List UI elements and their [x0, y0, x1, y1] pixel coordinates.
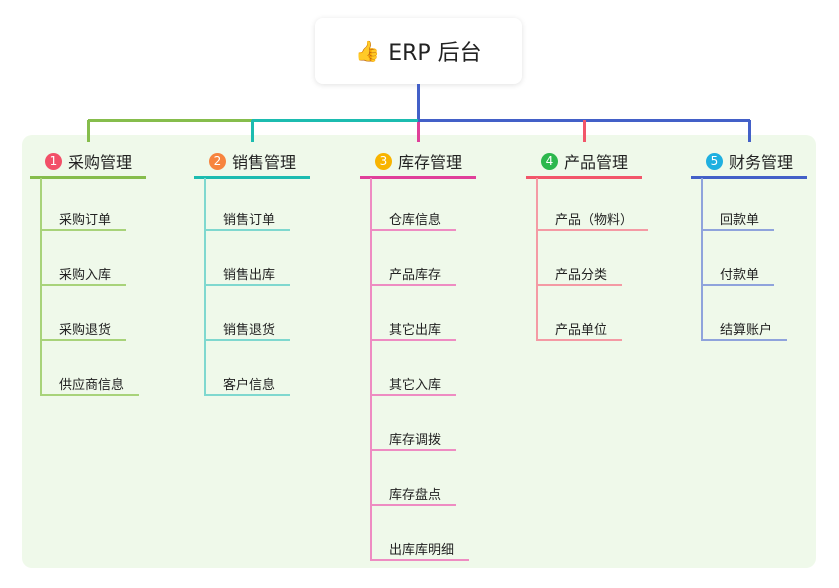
- branch-header-4[interactable]: 4 产品管理: [541, 151, 629, 172]
- child-underline: [40, 339, 126, 341]
- child-underline: [204, 394, 290, 396]
- root-title: ERP 后台: [388, 41, 482, 66]
- connector-2: [252, 119, 419, 122]
- child-underline: [701, 229, 774, 231]
- child-node[interactable]: 采购退货: [59, 323, 112, 338]
- child-node[interactable]: 销售出库: [223, 268, 276, 283]
- child-node[interactable]: 产品单位: [555, 323, 608, 338]
- child-node[interactable]: 仓库信息: [389, 213, 442, 228]
- branch-label: 财务管理: [729, 153, 794, 172]
- child-underline: [204, 229, 290, 231]
- branch-underline-2: [194, 176, 310, 179]
- branch-header-3[interactable]: 3 库存管理: [375, 151, 463, 172]
- child-underline: [370, 504, 456, 506]
- branch-label: 产品管理: [564, 153, 629, 172]
- child-spine-5: [701, 178, 703, 341]
- number-badge: 4: [541, 152, 558, 170]
- child-node[interactable]: 其它入库: [389, 378, 442, 393]
- thumbs-up-icon: 👍: [355, 39, 381, 63]
- child-spine-3: [370, 178, 372, 561]
- number-badge: 5: [706, 152, 723, 170]
- child-underline: [40, 284, 126, 286]
- child-underline: [204, 339, 290, 341]
- child-node[interactable]: 供应商信息: [59, 378, 125, 393]
- child-underline: [40, 229, 126, 231]
- child-node[interactable]: 产品（物料）: [555, 213, 634, 228]
- child-spine-1: [40, 178, 42, 396]
- branch-underline-4: [526, 176, 642, 179]
- branch-drop-3: [417, 122, 420, 142]
- child-node[interactable]: 采购入库: [59, 268, 112, 283]
- root-node[interactable]: 👍 ERP 后台: [315, 18, 522, 84]
- child-underline: [370, 284, 456, 286]
- child-underline: [701, 339, 787, 341]
- branch-label: 采购管理: [68, 153, 133, 172]
- child-underline: [40, 394, 139, 396]
- child-node[interactable]: 产品分类: [555, 268, 608, 283]
- child-underline: [536, 229, 648, 231]
- child-node[interactable]: 出库库明细: [389, 543, 455, 558]
- child-node[interactable]: 其它出库: [389, 323, 442, 338]
- connector-1: [88, 119, 253, 122]
- child-underline: [370, 394, 456, 396]
- child-node[interactable]: 客户信息: [223, 378, 276, 393]
- branch-drop-4: [583, 120, 586, 142]
- child-underline: [370, 229, 456, 231]
- child-underline: [536, 284, 622, 286]
- child-node[interactable]: 销售订单: [223, 213, 276, 228]
- child-node[interactable]: 采购订单: [59, 213, 112, 228]
- branch-label: 销售管理: [232, 153, 297, 172]
- branch-header-5[interactable]: 5 财务管理: [706, 151, 794, 172]
- branch-drop-1: [87, 120, 90, 142]
- child-spine-4: [536, 178, 538, 341]
- branch-header-1[interactable]: 1 采购管理: [45, 151, 133, 172]
- child-underline: [370, 339, 456, 341]
- child-node[interactable]: 库存盘点: [389, 488, 442, 503]
- child-node[interactable]: 库存调拨: [389, 433, 442, 448]
- branch-underline-3: [360, 176, 476, 179]
- diagram-background: [22, 135, 816, 568]
- child-node[interactable]: 付款单: [720, 268, 760, 283]
- branch-drop-5: [748, 120, 751, 142]
- branch-drop-2: [251, 120, 254, 142]
- child-node[interactable]: 产品库存: [389, 268, 442, 283]
- child-spine-2: [204, 178, 206, 396]
- branch-header-2[interactable]: 2 销售管理: [209, 151, 297, 172]
- child-node[interactable]: 销售退货: [223, 323, 276, 338]
- number-badge: 1: [45, 152, 62, 170]
- child-underline: [370, 449, 456, 451]
- child-node[interactable]: 结算账户: [720, 323, 773, 338]
- child-underline: [701, 284, 774, 286]
- branch-underline-5: [691, 176, 807, 179]
- child-node[interactable]: 回款单: [720, 213, 760, 228]
- trunk-connector: [417, 84, 420, 121]
- child-underline: [204, 284, 290, 286]
- branch-underline-1: [30, 176, 146, 179]
- child-underline: [370, 559, 469, 561]
- branch-label: 库存管理: [398, 153, 463, 172]
- child-underline: [536, 339, 622, 341]
- number-badge: 3: [375, 152, 392, 170]
- number-badge: 2: [209, 152, 226, 170]
